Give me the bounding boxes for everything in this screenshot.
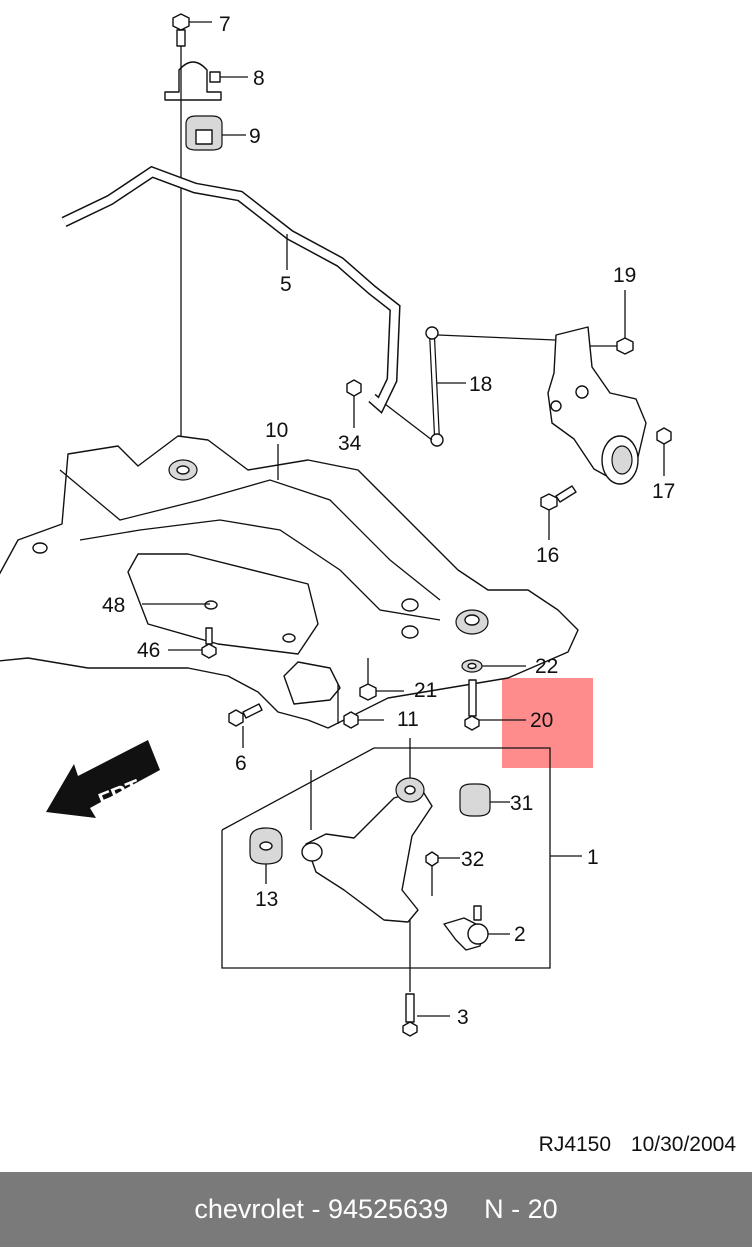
footer-separator: - — [311, 1194, 321, 1224]
callout-31[interactable]: 31 — [510, 792, 533, 815]
callout-32[interactable]: 32 — [461, 848, 484, 871]
callout-20[interactable]: 20 — [530, 709, 553, 732]
callout-3[interactable]: 3 — [457, 1006, 469, 1029]
callout-18[interactable]: 18 — [469, 373, 492, 396]
callout-2[interactable]: 2 — [514, 923, 526, 946]
footer-part-number: 94525639 — [327, 1194, 449, 1224]
parts-diagram: 7 8 9 5 19 18 34 10 17 16 48 46 22 21 11… — [0, 13, 675, 1037]
bolt-16 — [540, 485, 577, 540]
callout-21[interactable]: 21 — [414, 679, 437, 702]
bolt-20 — [464, 679, 526, 731]
footer-position: N - 20 — [484, 1194, 558, 1224]
stabilizer-bar-5 — [61, 165, 401, 414]
nut-17 — [656, 427, 672, 476]
bolt-6 — [228, 703, 263, 748]
callout-13[interactable]: 13 — [255, 888, 278, 911]
nut-21 — [359, 658, 404, 701]
bolt-3 — [402, 920, 450, 1037]
callout-6[interactable]: 6 — [235, 752, 247, 775]
highlight-box-20 — [502, 678, 593, 768]
callout-11[interactable]: 11 — [397, 708, 419, 731]
plate-48 — [127, 553, 319, 655]
bushing-13 — [249, 827, 283, 884]
stabilizer-link-18 — [384, 326, 556, 447]
bushing-31 — [459, 783, 510, 817]
callout-1[interactable]: 1 — [587, 846, 599, 869]
callout-10[interactable]: 10 — [265, 419, 288, 442]
washer-22 — [461, 659, 526, 673]
nut-11 — [337, 684, 384, 729]
lower-control-arm-1 — [301, 777, 433, 923]
callout-19[interactable]: 19 — [613, 264, 636, 287]
clamp-8 — [164, 61, 248, 101]
callout-5[interactable]: 5 — [280, 273, 292, 296]
bolt-7 — [172, 13, 212, 47]
knuckle — [547, 326, 647, 485]
callout-34[interactable]: 34 — [338, 432, 362, 455]
drawing-reference: RJ4150 10/30/2004 — [539, 1133, 736, 1157]
callout-48[interactable]: 48 — [102, 594, 125, 617]
callout-9[interactable]: 9 — [249, 125, 261, 148]
callout-22[interactable]: 22 — [535, 655, 558, 678]
footer-bar: chevrolet - 94525639 N - 20 — [0, 1172, 752, 1247]
ball-joint-2 — [443, 905, 510, 951]
nut-34 — [346, 379, 362, 428]
bracket — [283, 661, 341, 705]
bolt-46 — [168, 627, 217, 659]
callout-7[interactable]: 7 — [219, 13, 231, 36]
bushing-9 — [185, 115, 246, 151]
footer-brand-part: chevrolet - 94525639 — [194, 1194, 448, 1225]
bolt-32 — [425, 851, 460, 896]
footer-brand: chevrolet — [194, 1194, 304, 1224]
front-direction-arrow — [46, 740, 160, 818]
callout-46[interactable]: 46 — [137, 639, 160, 662]
callout-16[interactable]: 16 — [536, 544, 559, 567]
callout-17[interactable]: 17 — [652, 480, 675, 503]
lower-arm-group-frame — [221, 738, 582, 969]
callout-8[interactable]: 8 — [253, 67, 265, 90]
nut-19 — [590, 290, 634, 355]
drawing-date: 10/30/2004 — [630, 1133, 736, 1156]
drawing-code: RJ4150 — [538, 1133, 612, 1156]
